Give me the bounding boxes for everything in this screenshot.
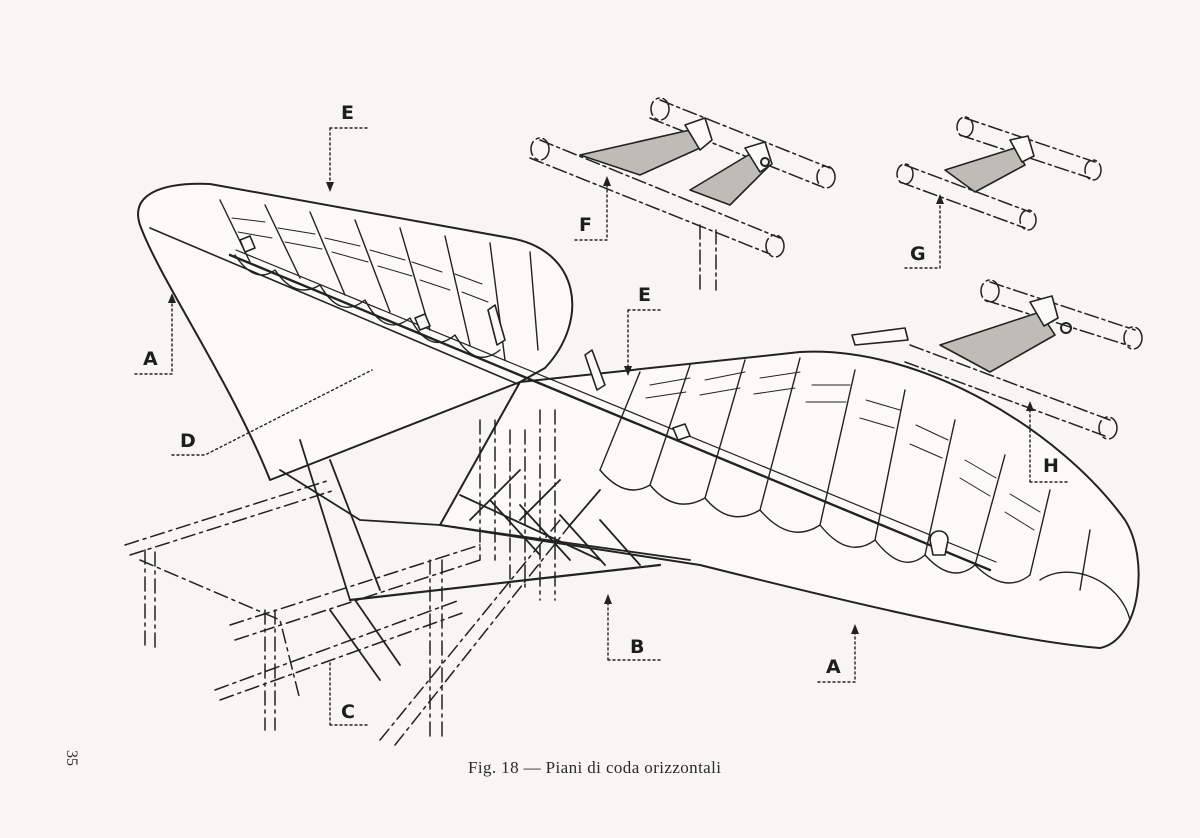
page-number: 35 [63,750,80,766]
hinge-detail-f [529,97,836,291]
callout-d: D [180,430,196,452]
hinge-detail-h [851,279,1143,440]
callout-a-left: A [143,348,158,370]
callout-e-upper: E [341,102,354,124]
figure-caption: Fig. 18 — Piani di coda orizzontali [468,758,722,777]
callout-b: B [630,636,645,658]
right-wing-outline [439,350,1140,649]
callout-e-lower: E [638,284,651,306]
callout-h: H [1043,455,1059,477]
callout-c: C [341,701,355,723]
left-wing-outline [137,182,574,481]
hinge-detail-g [896,116,1102,231]
callout-g: G [910,243,926,265]
callout-a-right: A [826,656,841,678]
callout-f: F [579,214,592,236]
